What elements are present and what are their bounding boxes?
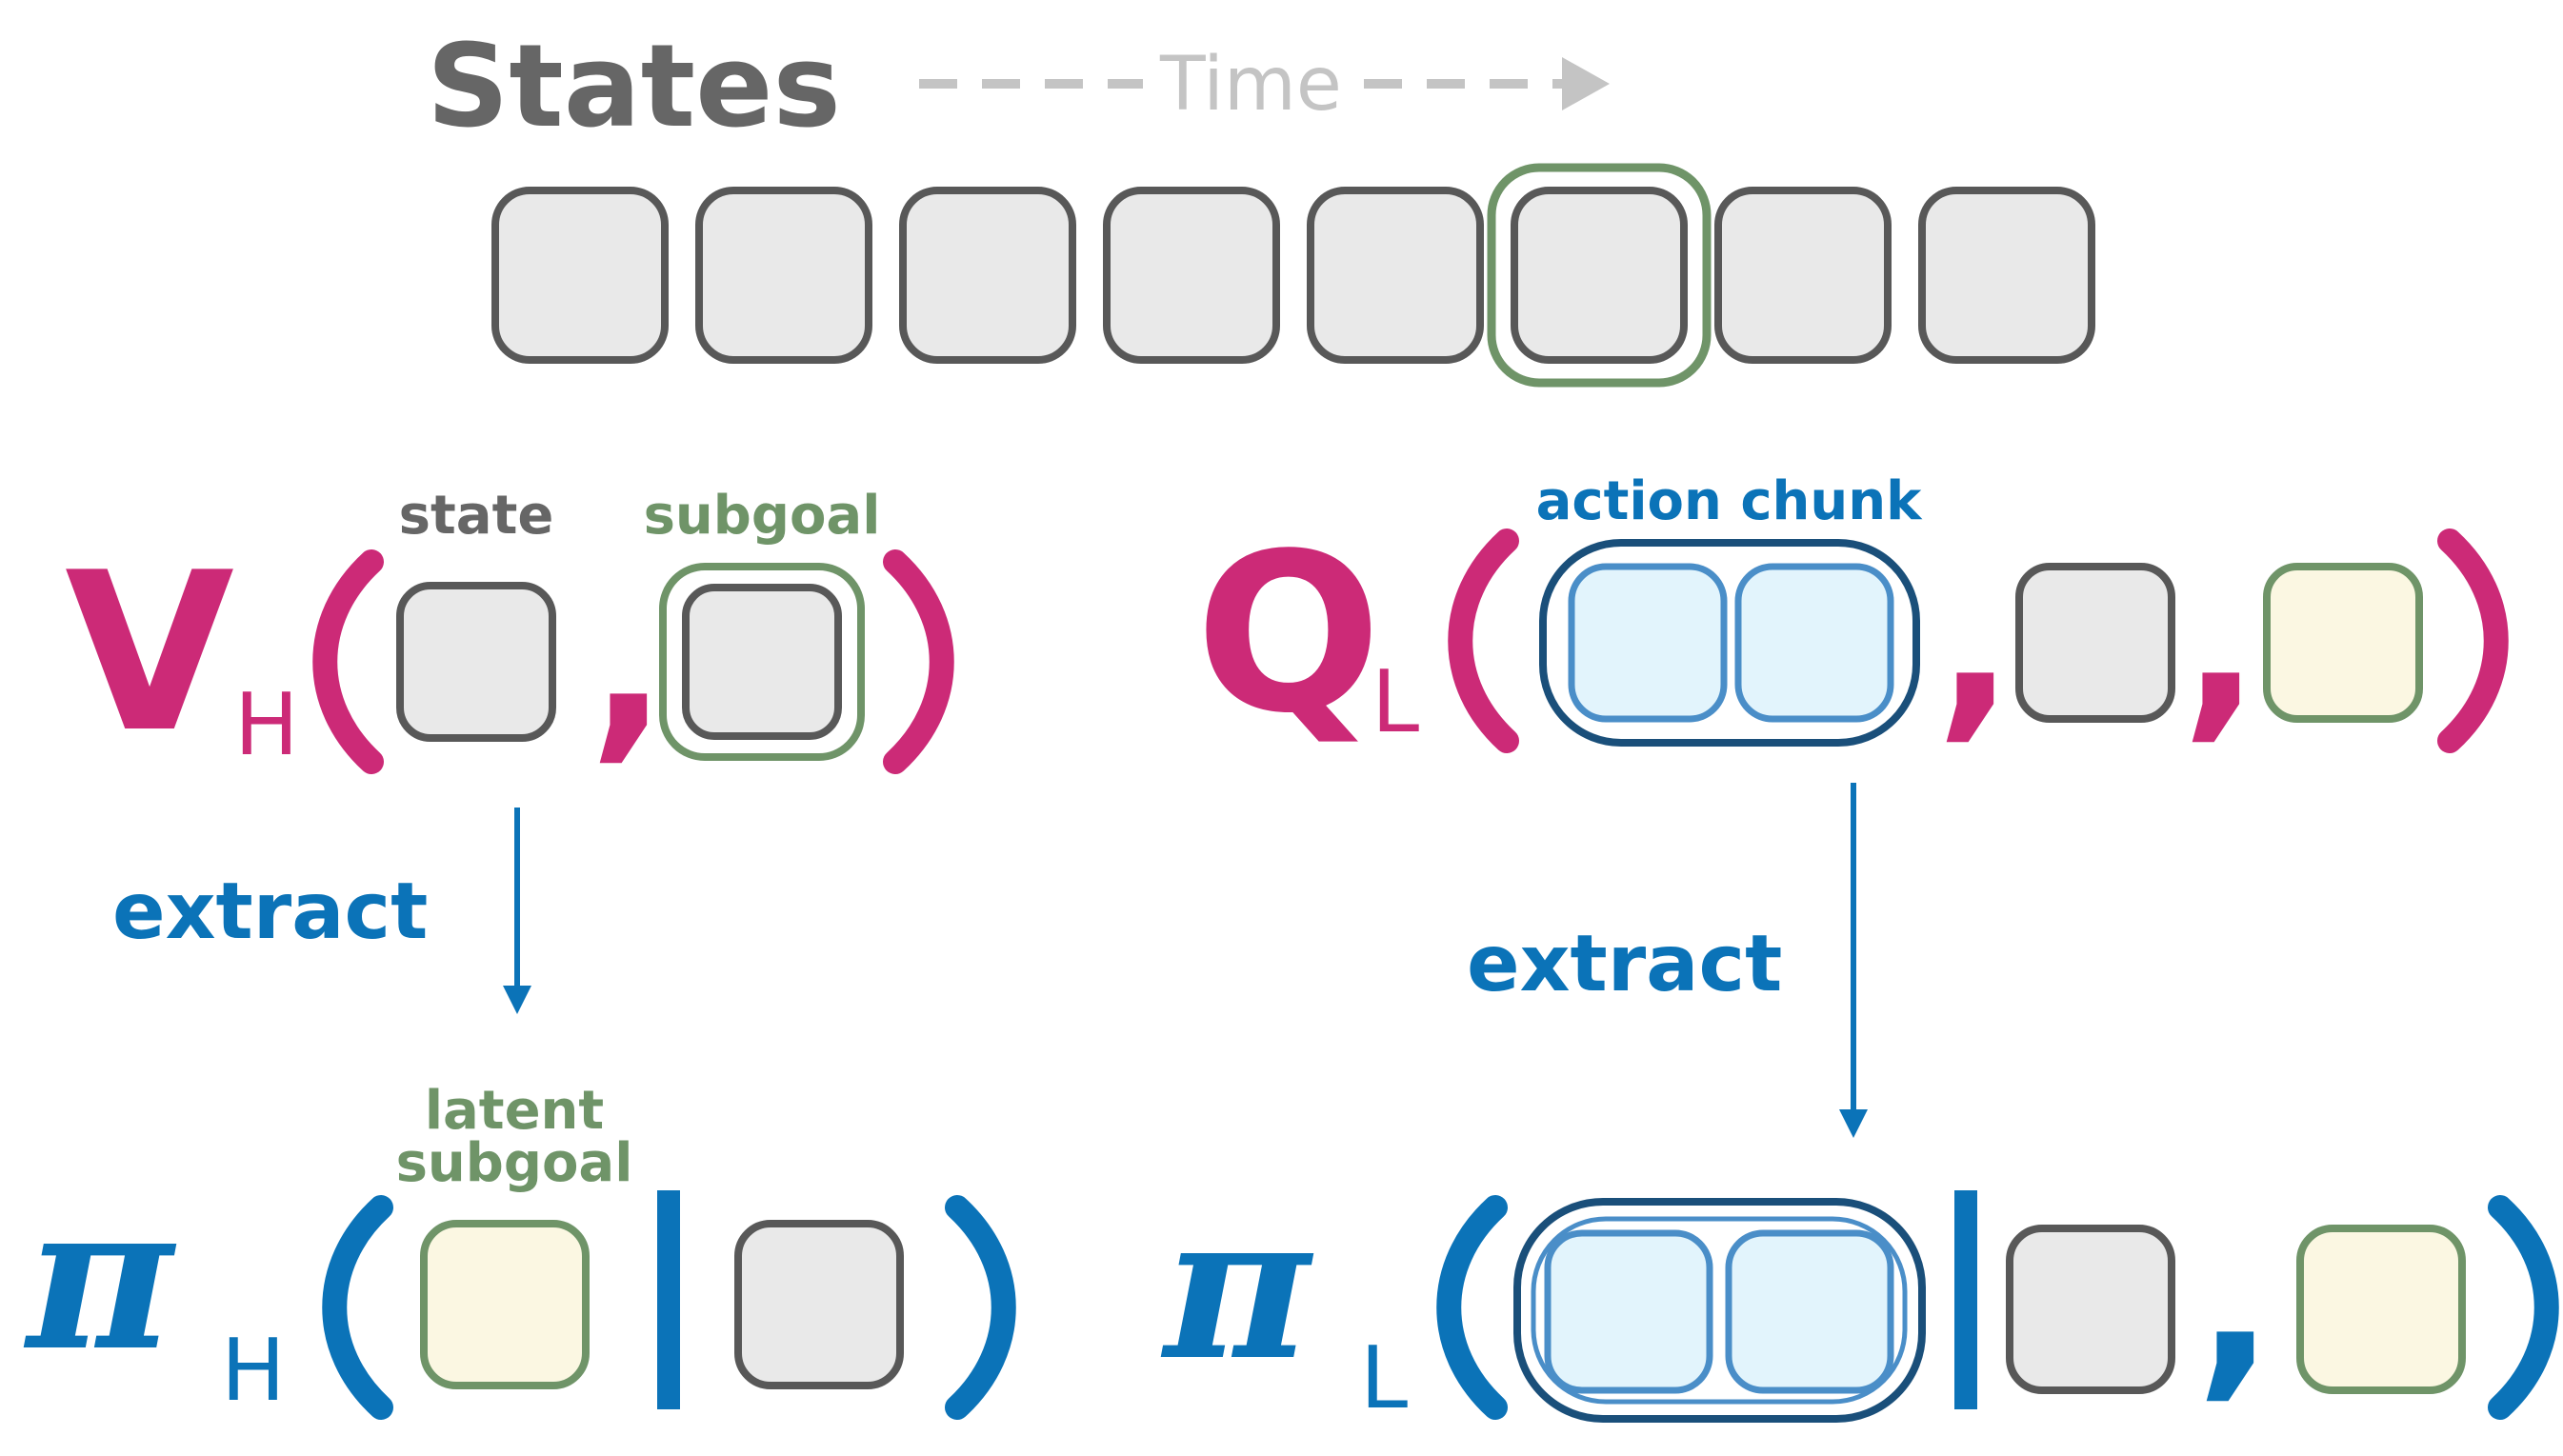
pi-h-subscript: H: [221, 1321, 286, 1421]
states-title: States: [427, 21, 841, 153]
state-box-4: [1103, 187, 1280, 364]
pi-h-bar: [657, 1190, 680, 1409]
v-open-paren: [312, 549, 384, 774]
pi-l-subscript: L: [1360, 1328, 1408, 1428]
state-box-8: [1918, 187, 2095, 364]
highlighted-state-outline: [1487, 163, 1712, 388]
latent-label-line2: subgoal: [396, 1132, 633, 1194]
pi-l-subgoal-box: [2296, 1225, 2466, 1394]
pi-h-close-paren: [945, 1195, 1016, 1420]
v-subgoal-box: [682, 584, 842, 740]
state-box-1: [491, 187, 669, 364]
subgoal-label: subgoal: [644, 485, 881, 547]
latent-label-line1: latent: [425, 1080, 604, 1142]
pi-l-action-1: [1544, 1229, 1713, 1394]
q-subgoal-box: [2263, 563, 2423, 723]
policy-low: π L ,: [1160, 1169, 2559, 1428]
state-sequence: [491, 163, 2095, 388]
q-close-paren: [2437, 529, 2509, 753]
action-chunk-label: action chunk: [1536, 470, 1924, 532]
state-box-5: [1307, 187, 1484, 364]
state-box-2: [695, 187, 872, 364]
state-box-7: [1714, 187, 1892, 364]
v-subscript: H: [234, 675, 299, 775]
q-subscript: L: [1372, 652, 1419, 752]
q-action-2: [1734, 563, 1894, 723]
q-function: Q L action chunk , ,: [1195, 470, 2509, 762]
pi-l-open-paren: [1436, 1195, 1508, 1420]
q-open-paren: [1448, 529, 1519, 753]
pi-l-chunk-inner: [1531, 1216, 1908, 1405]
v-close-paren: [883, 549, 954, 774]
extract-arrow-right: extract: [1467, 783, 1868, 1138]
pi-h-open-paren: [322, 1195, 393, 1420]
pi-l-comma: ,: [2195, 1177, 2275, 1421]
v-subgoal-outline: [659, 563, 865, 761]
extract-label-right: extract: [1467, 919, 1782, 1009]
q-action-1: [1568, 563, 1728, 723]
v-state-box: [396, 582, 556, 742]
time-label: Time: [1159, 42, 1342, 128]
pi-l-action-2: [1725, 1229, 1894, 1394]
policy-high: π H latent subgoal: [23, 1080, 1016, 1421]
time-arrow: Time: [919, 42, 1610, 128]
pi-l-state-box: [2006, 1225, 2175, 1394]
q-state-box: [2015, 563, 2175, 723]
q-comma-1: ,: [1935, 518, 2015, 762]
state-box-3: [899, 187, 1076, 364]
q-comma-2: ,: [2181, 518, 2261, 762]
state-box-6: [1511, 187, 1688, 364]
q-symbol: Q: [1195, 508, 1382, 762]
value-function: V H state , subgoal: [65, 485, 954, 783]
pi-l-action-chunk: [1513, 1198, 1926, 1423]
q-action-chunk: [1539, 539, 1920, 747]
pi-h-symbol: π: [23, 1160, 177, 1395]
pi-h-latent-subgoal-box: [420, 1220, 590, 1389]
pi-l-bar: [1954, 1190, 1977, 1409]
v-symbol: V: [65, 527, 234, 781]
v-comma: ,: [589, 539, 669, 783]
pi-l-close-paren: [2488, 1195, 2559, 1420]
pi-l-symbol: π: [1160, 1169, 1314, 1405]
extract-label-left: extract: [112, 867, 428, 957]
pi-h-state-box: [734, 1220, 904, 1389]
extract-arrow-left: extract: [112, 808, 531, 1014]
state-label: state: [399, 485, 554, 547]
